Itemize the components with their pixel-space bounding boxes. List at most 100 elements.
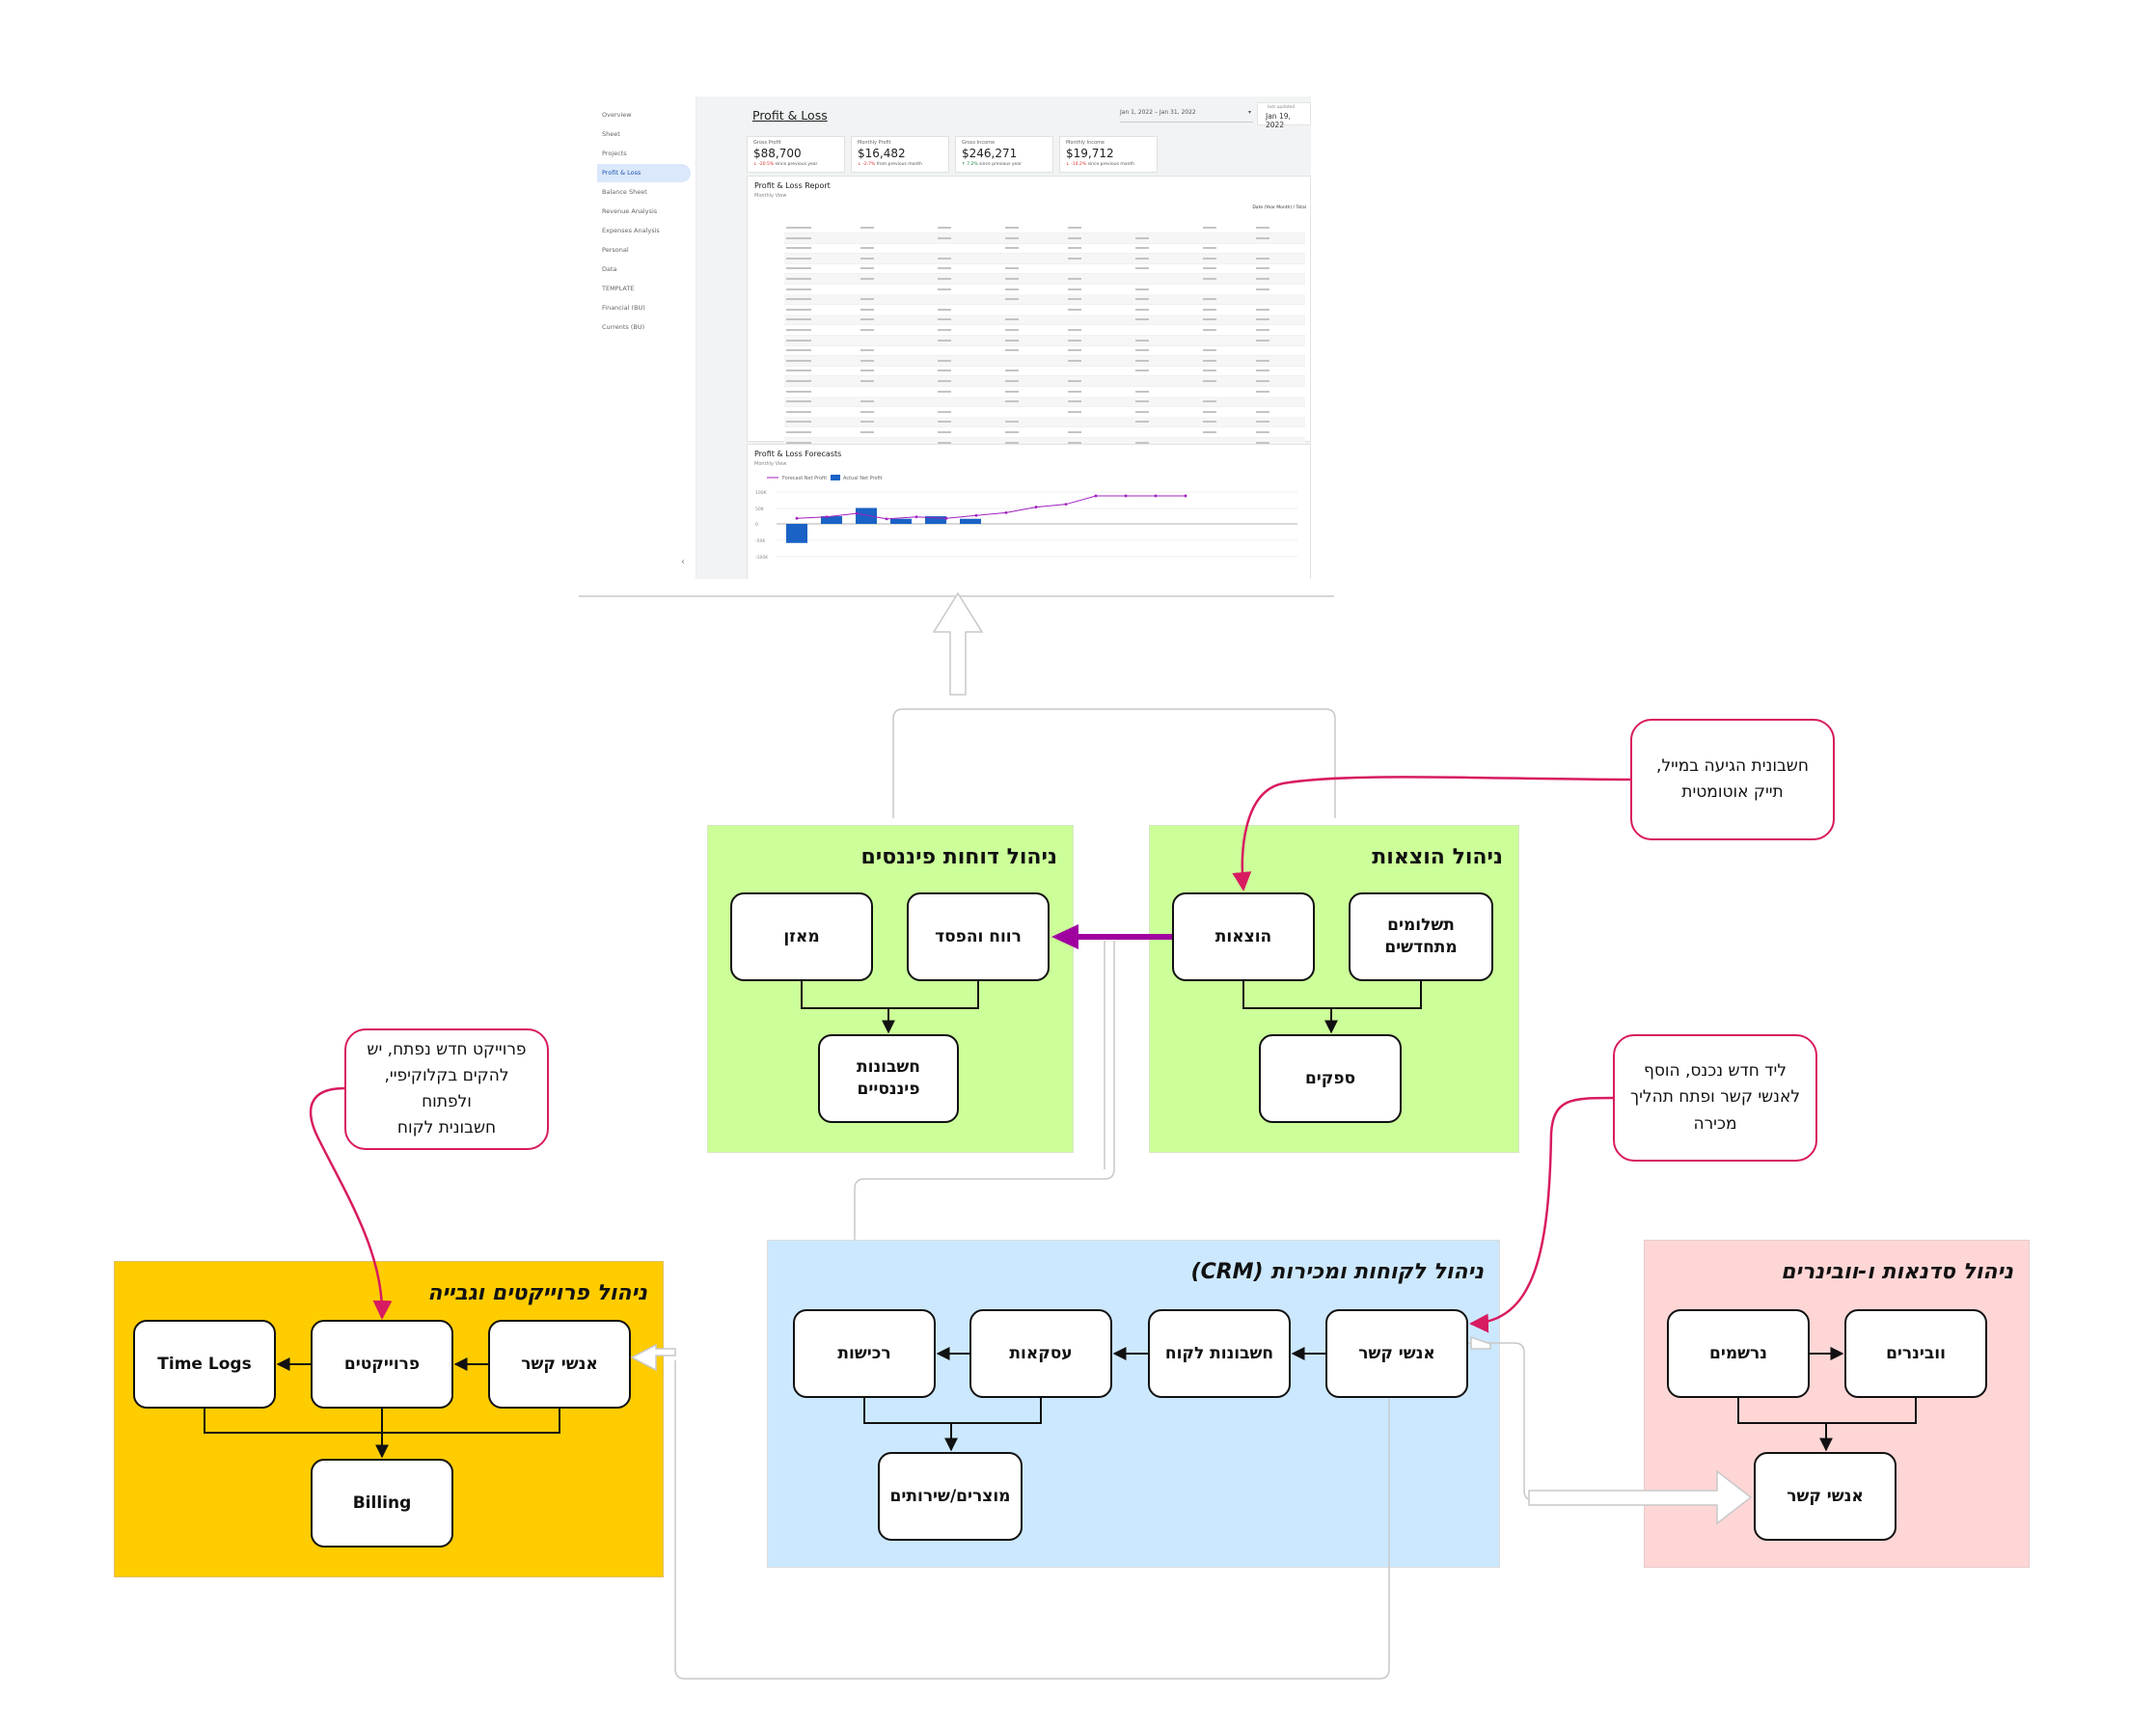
sidebar-item[interactable]: Projects bbox=[602, 150, 627, 157]
node-products-services[interactable]: מוצרים/שירותים bbox=[878, 1452, 1023, 1541]
node-crm-contacts[interactable]: אנשי קשר bbox=[1325, 1309, 1468, 1398]
table-cell bbox=[1135, 318, 1149, 321]
node-registrants[interactable]: נרשמים bbox=[1667, 1309, 1810, 1398]
forecast-point bbox=[825, 515, 829, 519]
table-cell bbox=[1005, 288, 1019, 290]
table-cell bbox=[938, 318, 951, 321]
node-billing[interactable]: Billing bbox=[311, 1459, 453, 1548]
table-cell bbox=[1135, 359, 1149, 362]
node-project-contacts[interactable]: אנשי קשר bbox=[488, 1320, 631, 1409]
table-cell bbox=[860, 410, 874, 413]
node-expenses[interactable]: הוצאות bbox=[1172, 892, 1315, 981]
table-cell bbox=[1068, 308, 1081, 311]
node-customer-accounts[interactable]: חשבונות לקוח bbox=[1148, 1309, 1291, 1398]
date-range-picker[interactable]: Jan 1, 2022 – Jan 31, 2022 ▾ bbox=[1120, 104, 1253, 123]
table-cell bbox=[860, 380, 874, 382]
table-cell bbox=[1203, 267, 1216, 270]
node-projects[interactable]: פרוייקטים bbox=[311, 1320, 453, 1409]
table-cell bbox=[1135, 390, 1149, 393]
node-balance-sheet[interactable]: מאזן bbox=[730, 892, 873, 981]
table-row bbox=[784, 375, 1305, 377]
sidebar-item[interactable]: TEMPLATE bbox=[602, 285, 635, 292]
table-cell bbox=[786, 349, 811, 352]
table-row-fill bbox=[784, 355, 1305, 366]
chevron-left-icon[interactable]: ‹ bbox=[681, 557, 685, 567]
table-cell bbox=[1203, 308, 1216, 311]
legend-forecast-label: Forecast Net Profit bbox=[782, 476, 827, 481]
table-cell bbox=[1203, 421, 1216, 424]
legend-actual-swatch bbox=[831, 475, 840, 480]
table-row-fill bbox=[784, 294, 1305, 305]
node-recurring-payments[interactable]: תשלומים מתחדשים bbox=[1349, 892, 1493, 981]
table-cell bbox=[786, 400, 811, 403]
node-profit-loss[interactable]: רווח והפסד bbox=[907, 892, 1050, 981]
table-cell bbox=[1005, 278, 1019, 280]
kpi-label: Gross Income bbox=[962, 140, 996, 146]
table-cell bbox=[1005, 421, 1019, 424]
sidebar-item[interactable]: Data bbox=[602, 265, 617, 273]
node-financial-accounts[interactable]: חשבונות פיננסיים bbox=[818, 1034, 959, 1123]
table-cell bbox=[1203, 359, 1216, 362]
table-cell bbox=[786, 441, 811, 444]
sidebar-item[interactable]: Personal bbox=[602, 246, 629, 254]
node-suppliers[interactable]: ספקים bbox=[1259, 1034, 1402, 1123]
sidebar-item[interactable]: Revenue Analysis bbox=[602, 207, 658, 215]
forecast-point bbox=[914, 515, 918, 519]
table-cell bbox=[1256, 441, 1269, 444]
hollow-arrows bbox=[630, 591, 1753, 1525]
table-cell bbox=[1068, 298, 1081, 301]
table-row bbox=[784, 406, 1305, 408]
table-cell bbox=[938, 288, 951, 290]
node-purchases[interactable]: רכישות bbox=[793, 1309, 936, 1398]
kpi-delta-note: since previous month bbox=[1087, 162, 1134, 167]
table-cell bbox=[1203, 298, 1216, 301]
node-webinar-contacts[interactable]: אנשי קשר bbox=[1754, 1452, 1897, 1541]
sidebar-item[interactable]: Sheet bbox=[602, 130, 620, 138]
table-cell bbox=[1005, 441, 1019, 444]
kpi-value: $16,482 bbox=[858, 147, 906, 160]
forecast-y-tick: -100K bbox=[755, 555, 769, 561]
forecast-point bbox=[885, 517, 888, 521]
table-cell bbox=[1005, 400, 1019, 403]
table-cell bbox=[786, 247, 811, 250]
table-cell bbox=[938, 278, 951, 280]
table-cell bbox=[860, 267, 874, 270]
table-cell bbox=[1005, 298, 1019, 301]
kpi-card: Monthly Income$19,712↓ -14.2% since prev… bbox=[1059, 136, 1158, 173]
forecast-bar bbox=[960, 518, 981, 524]
table-cell bbox=[938, 410, 951, 413]
node-time-logs[interactable]: Time Logs bbox=[133, 1320, 276, 1409]
sidebar-item[interactable]: Financial (BU) bbox=[602, 304, 645, 312]
group-title-projects: ניהול פרוייקטים וגבייה bbox=[427, 1281, 647, 1305]
table-row bbox=[784, 386, 1305, 387]
table-cell bbox=[1135, 257, 1149, 260]
table-row bbox=[784, 335, 1305, 336]
sidebar-item[interactable]: Currents (BU) bbox=[602, 323, 645, 331]
table-cell bbox=[1068, 288, 1081, 290]
table-cell bbox=[1135, 421, 1149, 424]
sidebar-item[interactable]: Balance Sheet bbox=[602, 188, 647, 196]
forecast-bar bbox=[821, 516, 842, 524]
table-cell bbox=[1068, 247, 1081, 250]
table-row-fill bbox=[784, 417, 1305, 427]
table-cell bbox=[1203, 247, 1216, 250]
arrow-crm-to-webinar-contacts bbox=[1528, 1469, 1753, 1525]
sidebar-item[interactable]: Expenses Analysis bbox=[602, 227, 660, 234]
table-row bbox=[784, 416, 1305, 418]
table-cell bbox=[786, 410, 811, 413]
table-cell bbox=[1005, 267, 1019, 270]
table-cell bbox=[860, 278, 874, 280]
node-deals[interactable]: עסקאות bbox=[969, 1309, 1112, 1398]
forecast-point bbox=[1034, 506, 1038, 508]
table-cell bbox=[786, 267, 811, 270]
forecast-point bbox=[1094, 494, 1098, 498]
node-webinars[interactable]: וובינרים bbox=[1844, 1309, 1987, 1398]
table-cell bbox=[938, 329, 951, 331]
sidebar-item[interactable]: Profit & Loss bbox=[597, 164, 691, 182]
sidebar-item[interactable]: Overview bbox=[602, 111, 632, 119]
forecast-subtitle: Monthly View bbox=[754, 461, 787, 467]
table-cell bbox=[1005, 236, 1019, 239]
table-cell bbox=[1135, 267, 1149, 270]
table-cell bbox=[1203, 318, 1216, 321]
forecast-title: Profit & Loss Forecasts bbox=[754, 450, 842, 458]
